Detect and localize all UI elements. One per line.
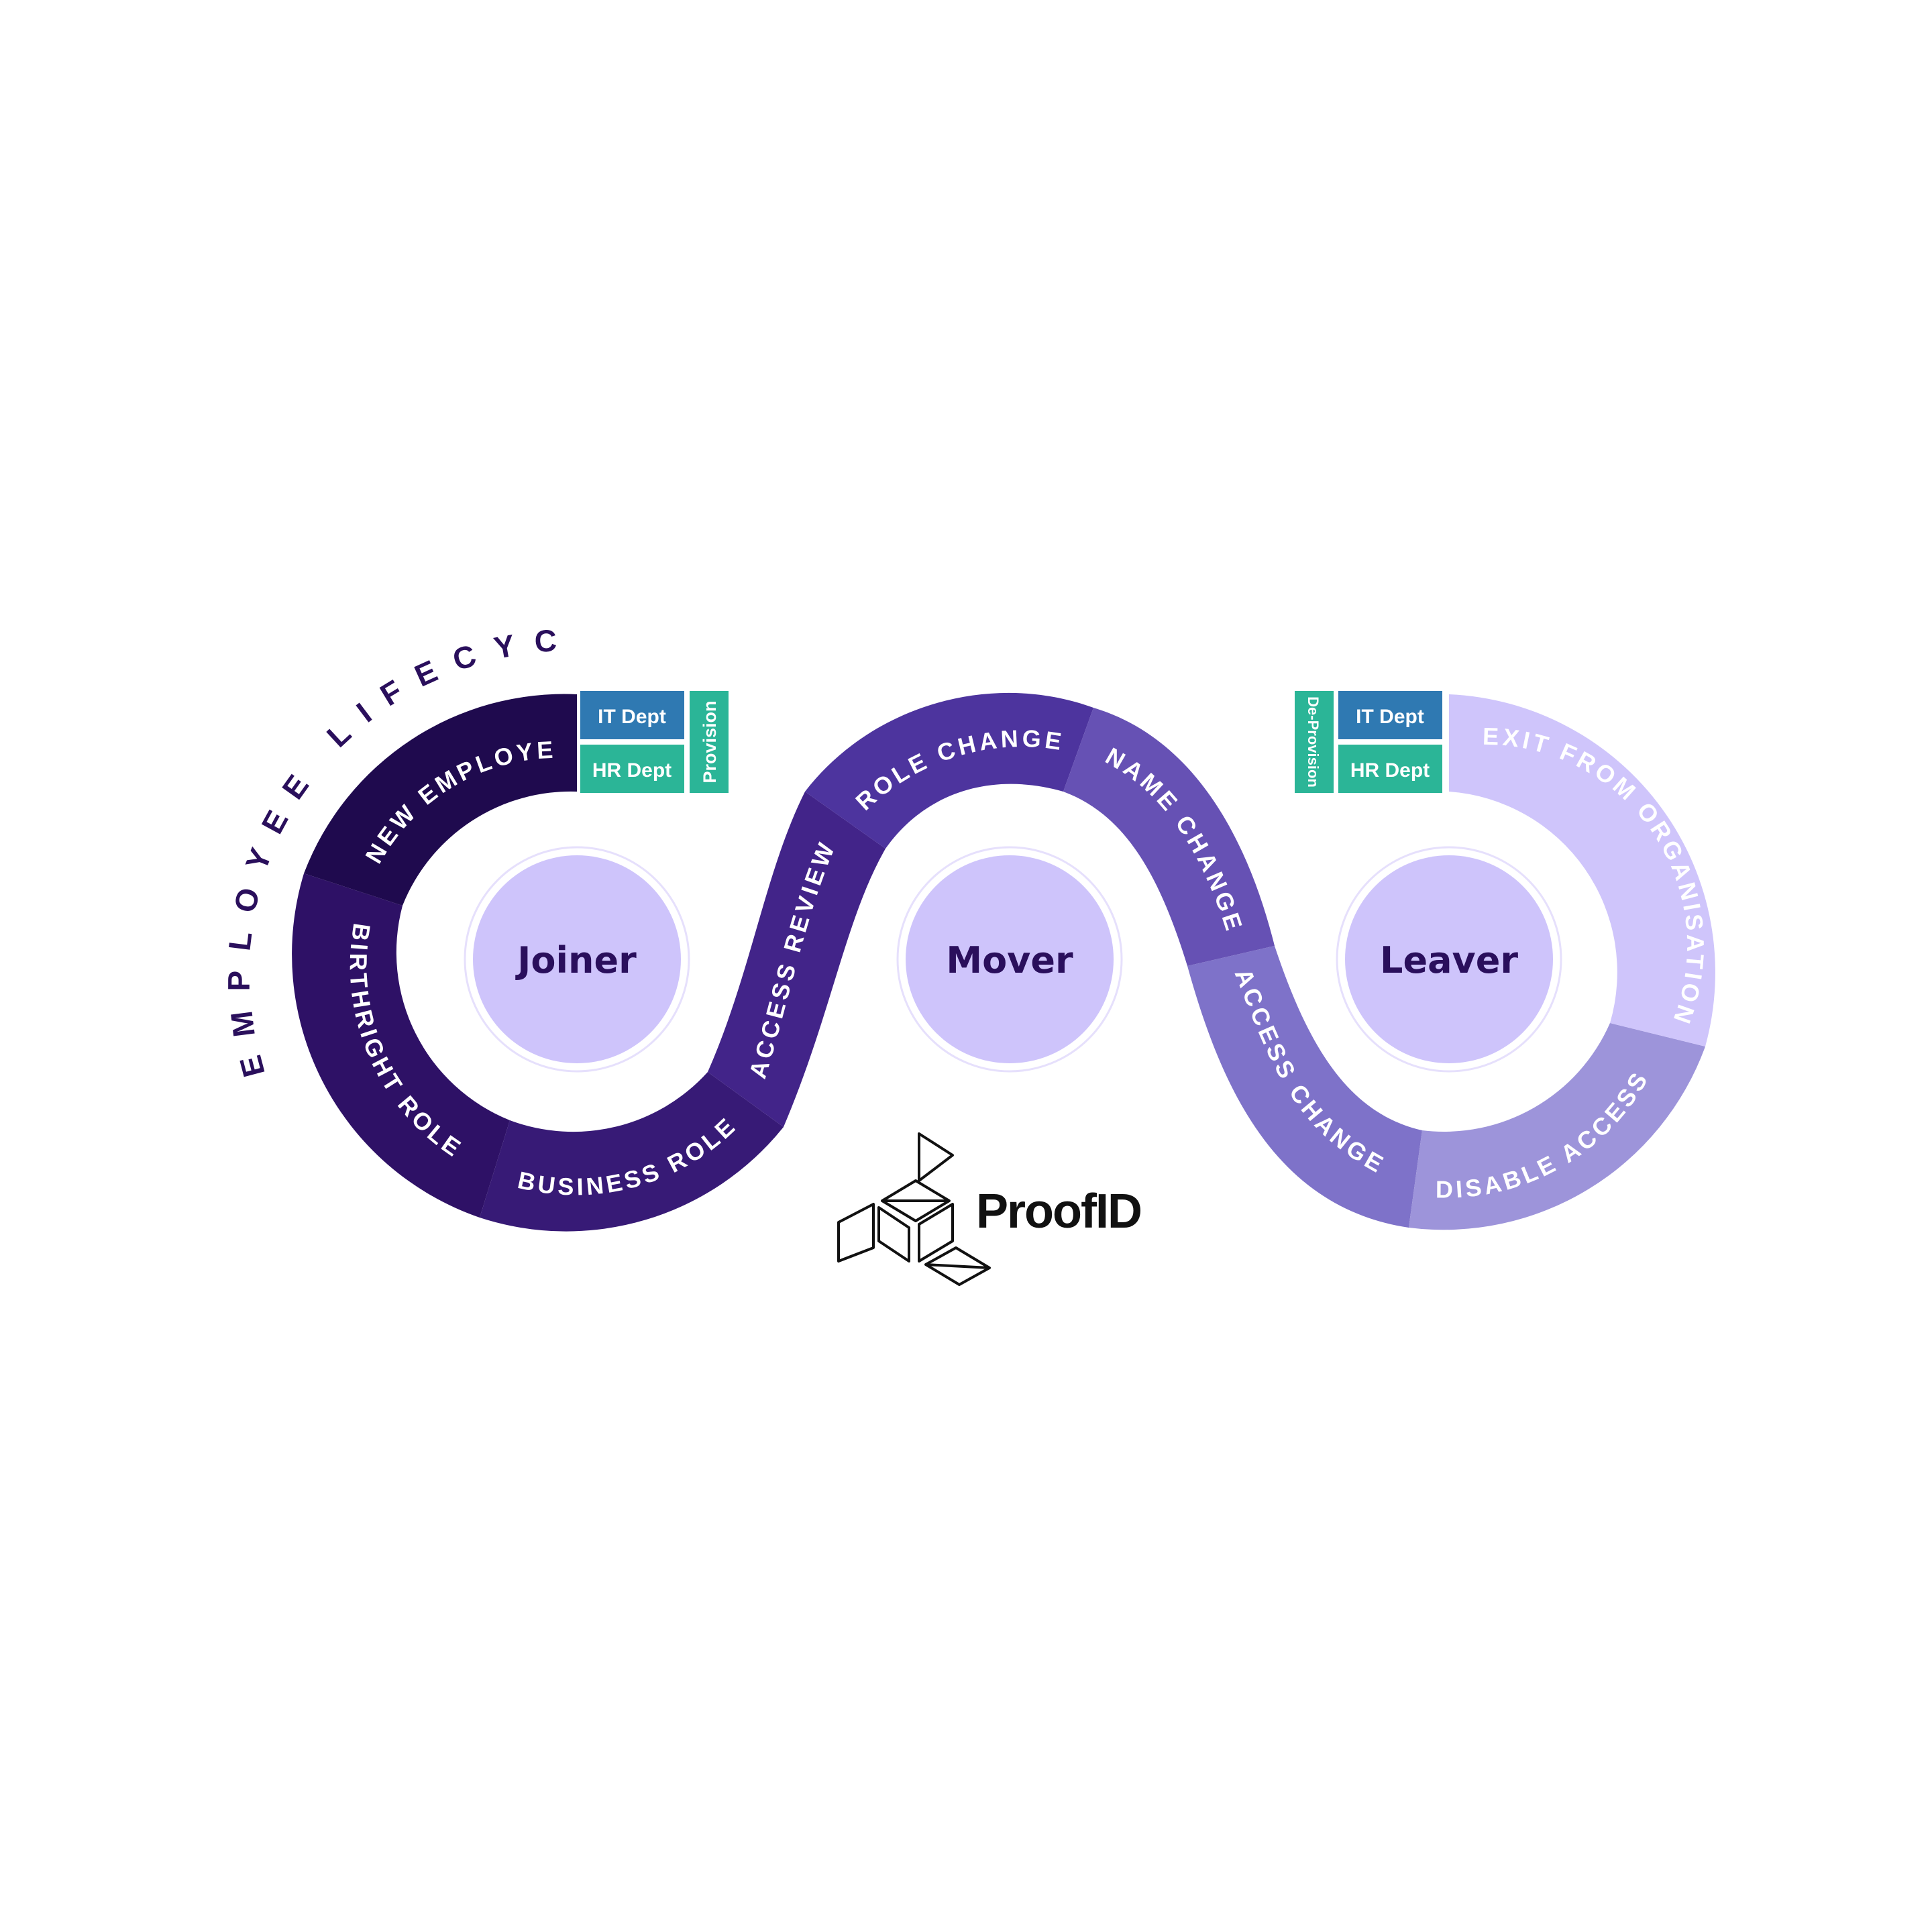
tag-de-provision	[1295, 691, 1334, 793]
hub-leaver-disc	[1345, 855, 1553, 1063]
tag-de-provision-label: De-Provision	[1305, 696, 1322, 788]
hub-mover-ring	[896, 846, 1123, 1073]
hub-joiner-disc	[473, 855, 681, 1063]
segment-new-employee	[304, 694, 577, 906]
tag-it-dept-left-label: IT Dept	[598, 706, 666, 728]
tag-provision-label: Provision	[700, 700, 720, 783]
tag-hr-dept-left-label: HR Dept	[592, 759, 672, 782]
segment-role-change	[805, 692, 1093, 849]
segment-disable-access	[1409, 1023, 1705, 1230]
hub-leaver-ring	[1336, 846, 1562, 1073]
tag-provision	[690, 691, 729, 793]
tag-it-dept-right	[1338, 691, 1442, 739]
hub-mover-label: Mover	[946, 939, 1073, 981]
hub-leaver: Leaver	[1336, 846, 1562, 1073]
segment-access-change	[1187, 946, 1422, 1228]
segment-birthright-role	[292, 873, 510, 1218]
segment-exit-from-organisation	[1449, 694, 1715, 1046]
tag-hr-dept-right	[1338, 745, 1442, 793]
hub-joiner: Joiner	[464, 846, 690, 1073]
hub-mover: Mover	[896, 846, 1123, 1073]
hub-joiner-ring	[464, 846, 690, 1073]
segment-business-role	[480, 1072, 784, 1232]
de-provision-tags: De-Provision IT Dept HR Dept	[1295, 691, 1442, 793]
segment-access-review	[708, 792, 885, 1127]
tag-hr-dept-left	[580, 745, 684, 793]
hub-mover-disc	[906, 855, 1114, 1063]
stacked-triangles-logo-icon	[837, 1132, 991, 1286]
provision-tags: IT Dept HR Dept Provision	[580, 691, 729, 793]
tag-it-dept-right-label: IT Dept	[1356, 706, 1424, 728]
tag-it-dept-left	[580, 691, 684, 739]
segment-name-change	[1063, 708, 1275, 966]
lifecycle-ribbon	[292, 692, 1715, 1232]
tag-hr-dept-right-label: HR Dept	[1350, 759, 1430, 782]
brand-name: ProofID	[976, 1185, 1141, 1238]
hub-leaver-label: Leaver	[1380, 939, 1518, 981]
hub-joiner-label: Joiner	[515, 939, 637, 981]
